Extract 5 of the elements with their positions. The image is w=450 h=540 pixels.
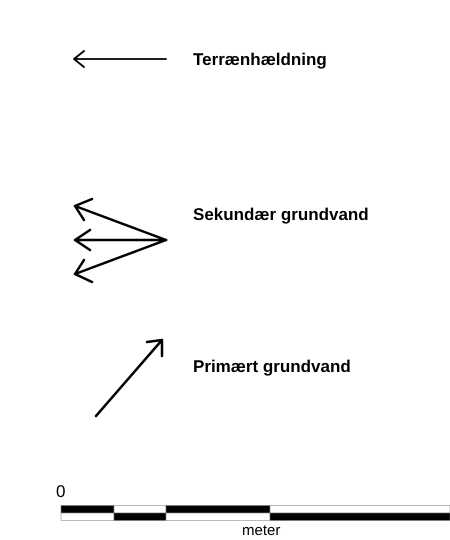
scale-unit-label: meter — [242, 522, 280, 539]
legend-text: Primært grundvand — [193, 357, 352, 377]
scale-label: 0 — [56, 482, 66, 502]
legend-text: Sekundær grundvand — [193, 205, 370, 225]
legend-text: Terrænhældning — [193, 50, 328, 70]
